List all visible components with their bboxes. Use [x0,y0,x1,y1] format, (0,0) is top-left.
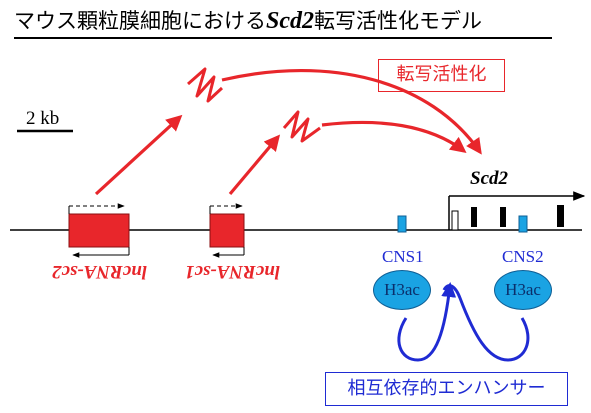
enhancer-loop-arrow-1 [397,282,457,362]
cns1-label: CNS1 [382,247,424,266]
cns2-h3ac-badge: H3ac [494,270,552,310]
scd2-gene-label: Scd2 [470,168,508,189]
lncrna-sc2-transcript [187,67,224,103]
activation-arrow-outer [221,69,482,155]
title-suffix: 転写活性化モデル [314,9,482,33]
cns1-box [397,215,407,233]
lncrna-sc1-sense-arrow [209,203,243,214]
cns2-label: CNS2 [502,247,544,266]
lncrna-sc2-sense-arrow [68,203,125,214]
lncrna-sc2-transcription-arrow [94,114,183,196]
cns1-h3ac-badge: H3ac [373,270,431,310]
lncrna-sc1-transcript [282,110,321,143]
title-underline [14,37,552,39]
lncrna-sc1-label: lncRNA-sc1 [185,261,280,282]
lncrna-sc2-label: lncRNA-sc2 [52,261,147,282]
diagram-title: マウス顆粒膜細胞におけるScd2転写活性化モデル [14,4,554,38]
cns2-box [518,215,528,233]
scale-bar-label: 2 kb [26,108,60,129]
interdependent-enhancer-label: 相互依存的エンハンサー [325,372,568,406]
transcription-activation-label: 転写活性化 [378,59,505,92]
lncrna-sc1-exon [209,213,245,248]
title-gene: Scd2 [266,8,314,34]
activation-arrow-inner [321,120,467,153]
lncrna-sc1-antisense-arrow [212,247,245,258]
lncrna-sc2-exon [68,213,130,248]
title-prefix: マウス顆粒膜細胞における [14,9,266,33]
lncrna-sc2-antisense-arrow [72,247,130,258]
enhancer-loop-arrow-2 [442,284,530,362]
scd2-gene [448,191,586,231]
lncrna-sc1-transcription-arrow [228,134,281,196]
